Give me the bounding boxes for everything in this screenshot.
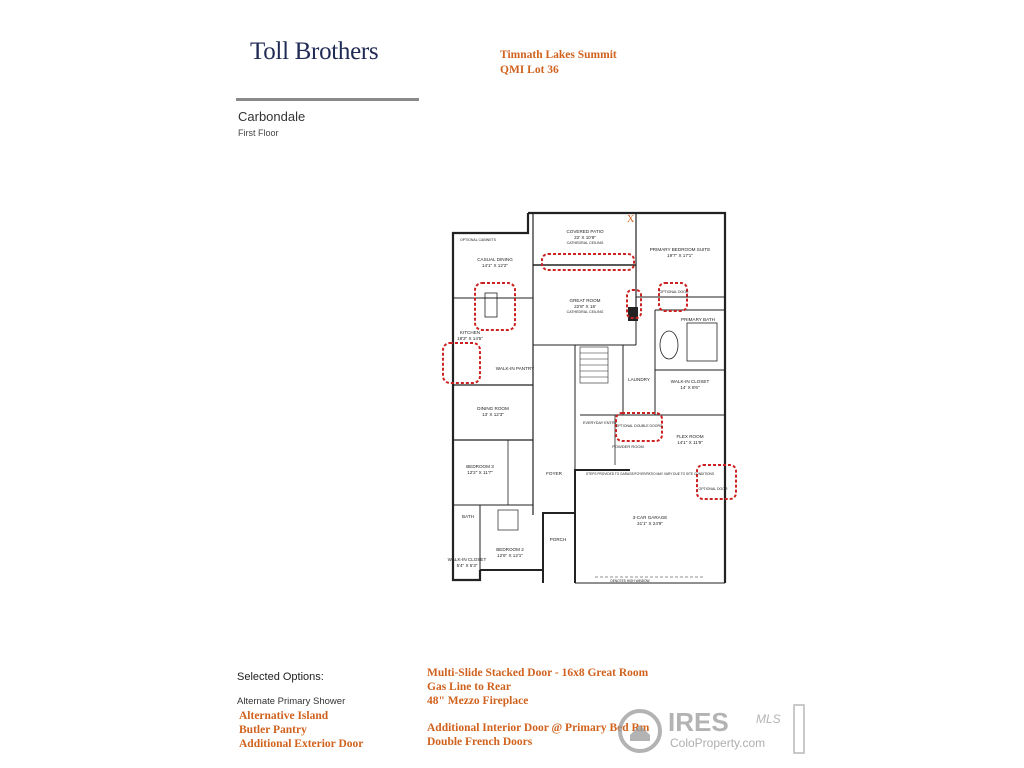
room-note: DENOTES HIGH WINDOW bbox=[610, 579, 649, 583]
room-dims: 12'2" X 11'7" bbox=[467, 470, 493, 475]
bathtub bbox=[659, 330, 679, 360]
room-label: DINING ROOM bbox=[477, 406, 509, 411]
option-item: Butler Pantry bbox=[239, 724, 307, 736]
option-item: Gas Line to Rear bbox=[427, 681, 512, 693]
room-label: WALK-IN PANTRY bbox=[496, 366, 534, 371]
room-label: BEDROOM 2 bbox=[496, 547, 524, 552]
watermark-bar bbox=[793, 704, 805, 754]
header-divider bbox=[236, 98, 419, 101]
watermark-mls: MLS bbox=[756, 712, 781, 726]
room-label: BATH bbox=[462, 514, 474, 519]
house-icon bbox=[630, 725, 650, 741]
fireplace-highlight bbox=[626, 289, 642, 319]
exterior-wall bbox=[574, 469, 630, 583]
room-dims: 13' X 12'3" bbox=[482, 412, 504, 417]
room-dims: 31'1" X 24'9" bbox=[637, 521, 663, 526]
island-highlight bbox=[474, 282, 516, 331]
kitchen-island bbox=[484, 292, 498, 318]
room-label: KITCHEN bbox=[460, 330, 480, 335]
watermark-brand: IRES bbox=[668, 707, 729, 737]
garage-note: STEPS PROVIDED TO GARAGE/FOYER/PATIO MAY… bbox=[586, 472, 714, 476]
watermark-site: ColoProperty.com bbox=[670, 736, 765, 750]
room-dims: 5'4" X 5'3" bbox=[457, 563, 478, 568]
option-item: Multi-Slide Stacked Door - 16x8 Great Ro… bbox=[427, 667, 649, 679]
option-item: Alternative Island bbox=[239, 710, 329, 722]
community-name: Timnath Lakes Summit bbox=[500, 49, 617, 61]
room-dims: 12'6" X 12'1" bbox=[497, 553, 523, 558]
french-doors-highlight bbox=[615, 412, 663, 442]
primary-door-highlight bbox=[658, 282, 688, 312]
exterior-wall bbox=[542, 512, 576, 583]
room-dims: 14'1" X 11'9" bbox=[677, 440, 703, 445]
room-label: WALK-IN CLOSET bbox=[448, 557, 487, 562]
options-column-1: Alternative Island Butler Pantry Additio… bbox=[239, 709, 363, 751]
room-label: LAUNDRY bbox=[628, 377, 650, 382]
exterior-wall bbox=[528, 211, 727, 583]
room-dims: 19'7" X 17'1" bbox=[667, 253, 693, 258]
room-dims: 18'3" X 14'5" bbox=[457, 336, 483, 341]
room-label: FOYER bbox=[546, 471, 563, 476]
selected-options-heading: Selected Options: bbox=[237, 671, 324, 683]
room-dims: 22' X 10'9" bbox=[574, 235, 596, 240]
room-label: POWDER ROOM bbox=[612, 444, 644, 449]
room-label: BEDROOM 3 bbox=[466, 464, 494, 469]
options-column-2: Multi-Slide Stacked Door - 16x8 Great Ro… bbox=[427, 666, 648, 708]
room-note: OPTIONAL DOUBLE DOORS bbox=[616, 424, 663, 428]
room-dims: 14' X 8'6" bbox=[680, 385, 700, 390]
room-label: GREAT ROOM bbox=[570, 298, 601, 303]
room-label: PORCH bbox=[550, 537, 567, 542]
option-item: Additional Exterior Door bbox=[239, 738, 364, 750]
house-logo-icon bbox=[618, 709, 662, 753]
room-note: OPTIONAL DOOR bbox=[698, 487, 728, 491]
floor-plan-drawing: COVERED PATIO 22' X 10'9" CATHEDRAL CEIL… bbox=[442, 211, 737, 584]
room-dims: 14'1" X 12'2" bbox=[482, 263, 508, 268]
options-column-3: Additional Interior Door @ Primary Bed R… bbox=[427, 721, 649, 749]
room-label: CASUAL DINING bbox=[477, 257, 513, 262]
option-item: 48" Mezzo Fireplace bbox=[427, 695, 529, 707]
room-note: CATHEDRAL CEILING bbox=[567, 310, 604, 314]
room-label: COVERED PATIO bbox=[566, 229, 604, 234]
plan-name: Carbondale bbox=[238, 109, 306, 124]
exterior-wall bbox=[451, 213, 530, 582]
option-item: Alternate Primary Shower bbox=[237, 696, 346, 707]
patio-marker: X bbox=[627, 214, 635, 225]
room-label: PRIMARY BEDROOM SUITE bbox=[650, 247, 711, 252]
option-highlights bbox=[442, 253, 737, 500]
stacked-door-highlight bbox=[541, 253, 635, 271]
room-label: 3-CAR GARAGE bbox=[633, 515, 668, 520]
ires-mls-watermark: IRES MLS ColoProperty.com bbox=[618, 704, 805, 754]
room-label: PRIMARY BATH bbox=[681, 317, 715, 322]
shower bbox=[686, 322, 718, 362]
room-label: WALK-IN CLOSET bbox=[671, 379, 710, 384]
floor-name: First Floor bbox=[238, 128, 279, 138]
lot-label: QMI Lot 36 bbox=[500, 64, 559, 76]
fireplace bbox=[628, 307, 638, 321]
tub bbox=[497, 509, 519, 531]
staircase bbox=[579, 346, 609, 384]
toll-brothers-logo: Toll Brothers bbox=[250, 38, 379, 65]
room-label: FLEX ROOM bbox=[676, 434, 703, 439]
room-note: OPTIONAL DOOR bbox=[659, 290, 689, 294]
room-note: OPTIONAL CABINETS bbox=[460, 238, 497, 242]
room-label: EVERYDAY ENTRY bbox=[583, 421, 618, 425]
option-item: Additional Interior Door @ Primary Bed R… bbox=[427, 722, 650, 734]
butler-pantry-highlight bbox=[442, 342, 481, 384]
exterior-door-highlight bbox=[696, 464, 737, 500]
community-label: Timnath Lakes Summit QMI Lot 36 bbox=[500, 48, 617, 78]
option-item: Double French Doors bbox=[427, 736, 533, 748]
room-dims: 22'8" X 18' bbox=[574, 304, 596, 309]
room-note: CATHEDRAL CEILING bbox=[567, 241, 604, 245]
